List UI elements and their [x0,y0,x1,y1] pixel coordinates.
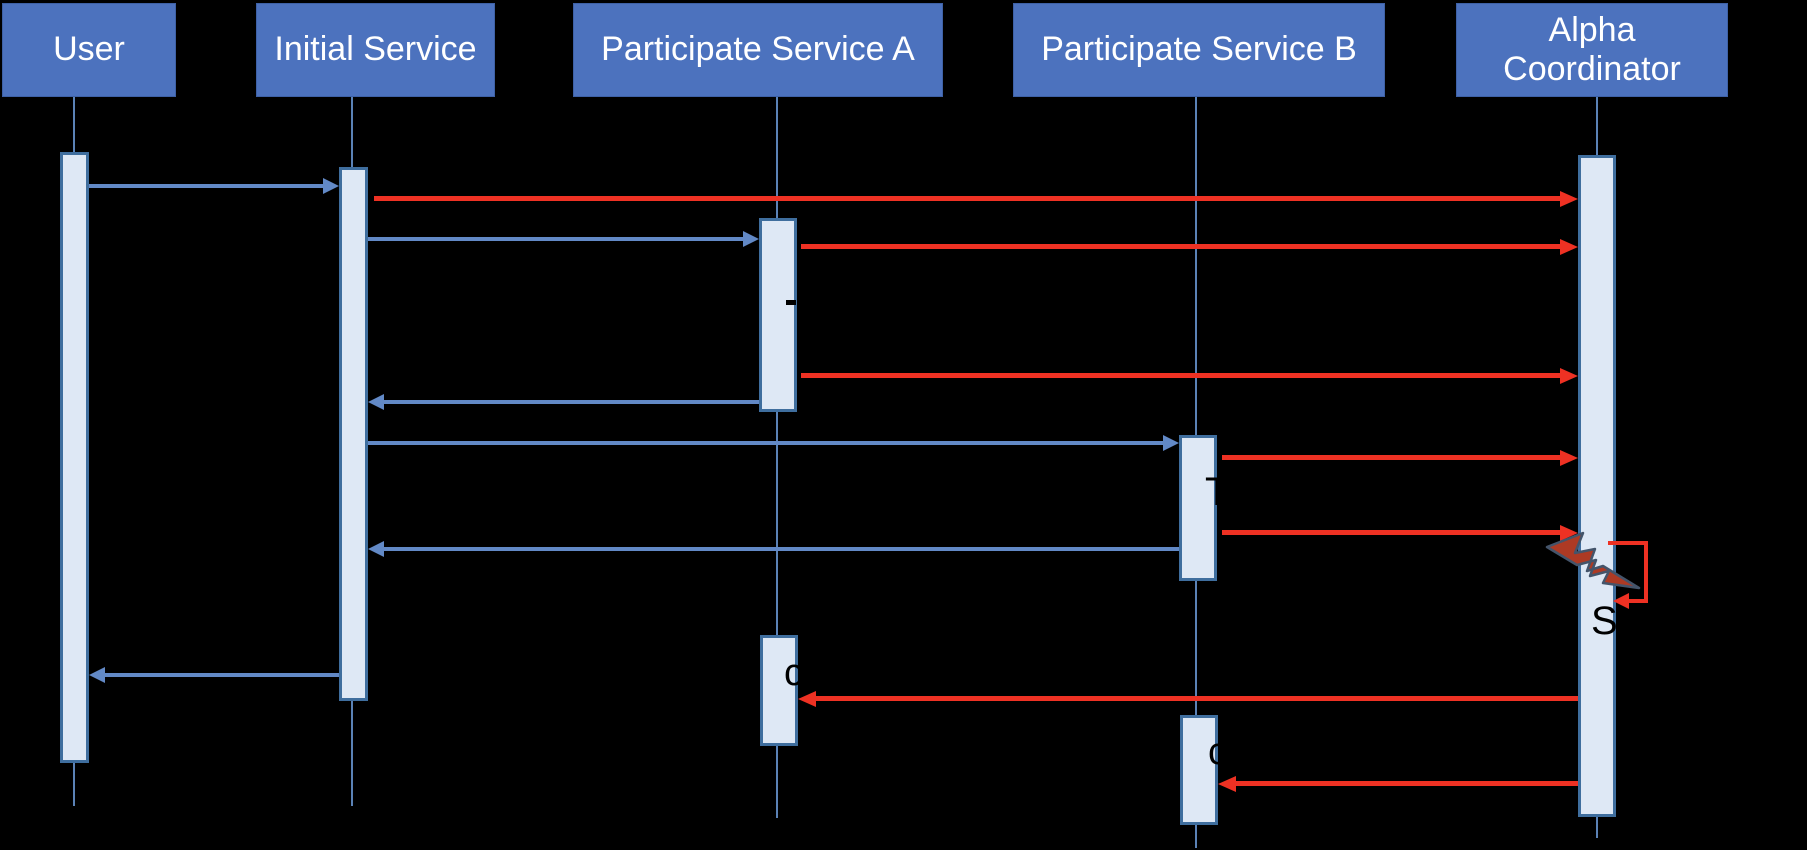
label-fragment-c-on-a: c [784,652,803,694]
user-to-initial-arrow [89,184,325,188]
a-to-alpha-arrow-1-head [1560,239,1578,255]
initial-to-alpha-arrow-head [1560,191,1578,207]
a-to-alpha-arrow-1 [801,244,1562,249]
alpha-to-a-arrow-head [798,691,816,707]
a-return-to-initial-arrow [382,400,759,404]
alpha-self-loop-bottom [1627,599,1648,603]
lifeline-participate-service-a [776,97,778,818]
b-return-to-initial-arrow [382,547,1179,551]
alpha-self-loop-right [1644,541,1648,603]
alpha-to-b-arrow-head [1218,776,1236,792]
activation-bar-participate-service-a-2 [760,635,798,746]
a-to-alpha-arrow-2-head [1560,368,1578,384]
label-fragment-t-on-b: T [1205,470,1230,514]
label-fragment-c-on-b: c [1208,731,1227,773]
participant-header-participate-service-a: Participate Service A [573,3,943,97]
activation-bar-participate-service-a-1 [759,218,797,412]
alpha-self-loop-top [1608,541,1648,545]
initial-to-a-arrow-head [743,231,759,247]
initial-return-to-user-arrow-head [89,667,105,683]
activation-bar-initial-service-1 [339,167,368,701]
b-to-alpha-arrow-1-head [1560,450,1578,466]
user-to-initial-arrow-head [323,178,339,194]
initial-to-b-arrow [368,441,1165,445]
alpha-to-b-arrow [1234,781,1578,786]
alpha-to-a-arrow [814,696,1578,701]
activation-bar-user-1 [60,152,89,763]
initial-to-b-arrow-head [1163,435,1179,451]
activation-bar-participate-service-b-2 [1180,715,1218,825]
participant-header-initial-service: Initial Service [256,3,495,97]
b-to-alpha-arrow-1 [1222,455,1562,460]
alpha-self-loop-head [1613,593,1629,609]
label-fragment-dash-on-a [786,300,796,305]
a-return-to-initial-arrow-head [368,394,384,410]
lightning-bolt-icon [1545,531,1641,590]
b-to-alpha-arrow-2 [1222,530,1562,535]
initial-to-a-arrow [368,237,745,241]
label-fragment-sa-on-alpha: Sa [1591,599,1640,643]
activation-bar-participate-service-b-1 [1179,435,1217,581]
initial-return-to-user-arrow [103,673,339,677]
b-return-to-initial-arrow-head [368,541,384,557]
a-to-alpha-arrow-2 [801,373,1562,378]
initial-to-alpha-arrow [374,196,1562,201]
activation-bar-alpha-coordinator-1 [1578,155,1616,817]
participant-header-alpha-coordinator: Alpha Coordinator [1456,3,1728,97]
participant-header-participate-service-b: Participate Service B [1013,3,1385,97]
participant-header-user: User [2,3,176,97]
